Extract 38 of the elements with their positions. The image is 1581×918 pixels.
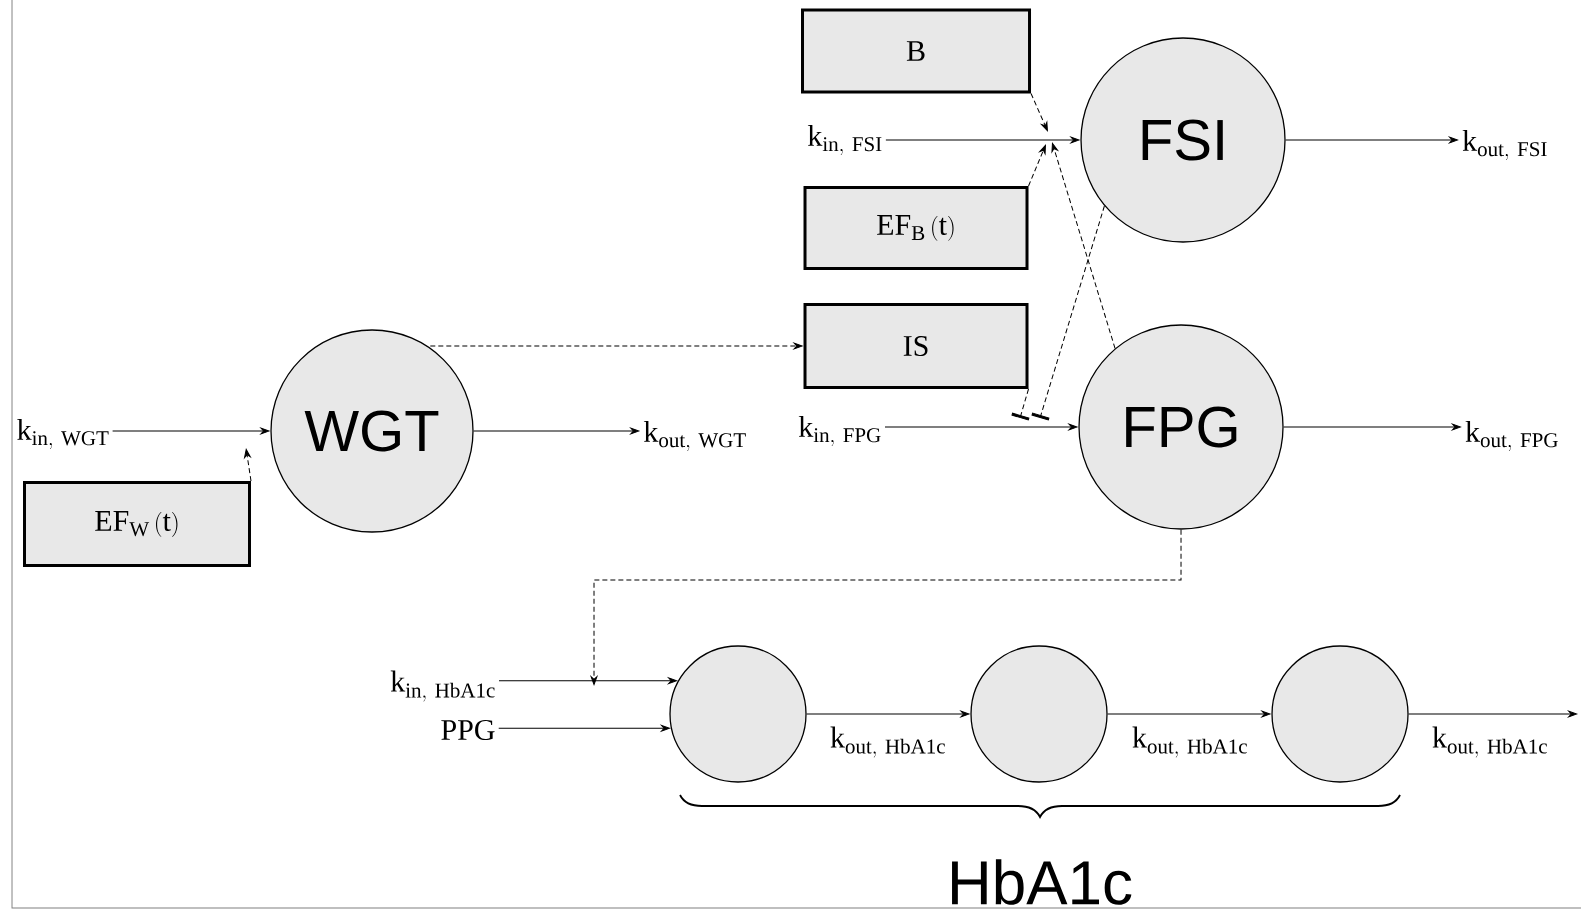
rate-label: $\mathrm{k_{in,\ HbA1c}}$: [390, 670, 495, 702]
arrow: [244, 448, 252, 482]
arrow: [1283, 423, 1461, 431]
arrow: [473, 427, 640, 435]
arrow: [1285, 136, 1458, 144]
rate-label: $\mathrm{k_{in,\ FPG}}$: [798, 415, 881, 447]
arrow: [1051, 142, 1116, 349]
arrow: [1107, 710, 1271, 718]
edge-label: $\mathrm{k_{out,\ HbA1c}}$: [1430, 725, 1550, 759]
arrow: [1011, 388, 1030, 421]
arrow: [885, 136, 1080, 144]
arrow: [498, 677, 677, 685]
process-box: $\mathrm{EF_{B}\,(t)}$: [803, 186, 1029, 270]
rate-label: PPG: [441, 719, 495, 741]
rate-label: $\mathrm{k_{out,\ FSI}}$: [1462, 129, 1547, 161]
arrow: [498, 724, 670, 732]
arrow: [884, 423, 1078, 431]
rate-label: $\mathrm{k_{out,\ FPG}}$: [1465, 420, 1558, 452]
rate-label: $\mathrm{k_{out,\ WGT}}$: [643, 420, 746, 452]
arrow: [112, 427, 270, 435]
rate-label: $\mathrm{k_{in,\ WGT}}$: [17, 418, 109, 450]
edge-label: $\mathrm{k_{out,\ HbA1c}}$: [828, 725, 948, 759]
arrow: [806, 710, 970, 718]
arrow: [1030, 93, 1048, 132]
arrow: [429, 342, 803, 350]
compartment-circle: [669, 645, 807, 783]
process-box: $\mathrm{EF_{W}\,(t)}$: [23, 481, 251, 567]
arrow: [1028, 144, 1046, 187]
arrow: [1031, 205, 1105, 421]
rate-label: $\mathrm{k_{in,\ FSI}}$: [807, 124, 882, 156]
edge-label: $\mathrm{k_{out,\ HbA1c}}$: [1130, 725, 1250, 759]
compartment-circle: [1271, 645, 1409, 783]
arrow: [590, 529, 1182, 686]
group-label: HbA1c: [952, 859, 1132, 905]
compartment-circle: [970, 645, 1108, 783]
process-box: IS: [803, 303, 1029, 389]
arrow: [1408, 710, 1578, 718]
process-box: B: [801, 8, 1031, 94]
